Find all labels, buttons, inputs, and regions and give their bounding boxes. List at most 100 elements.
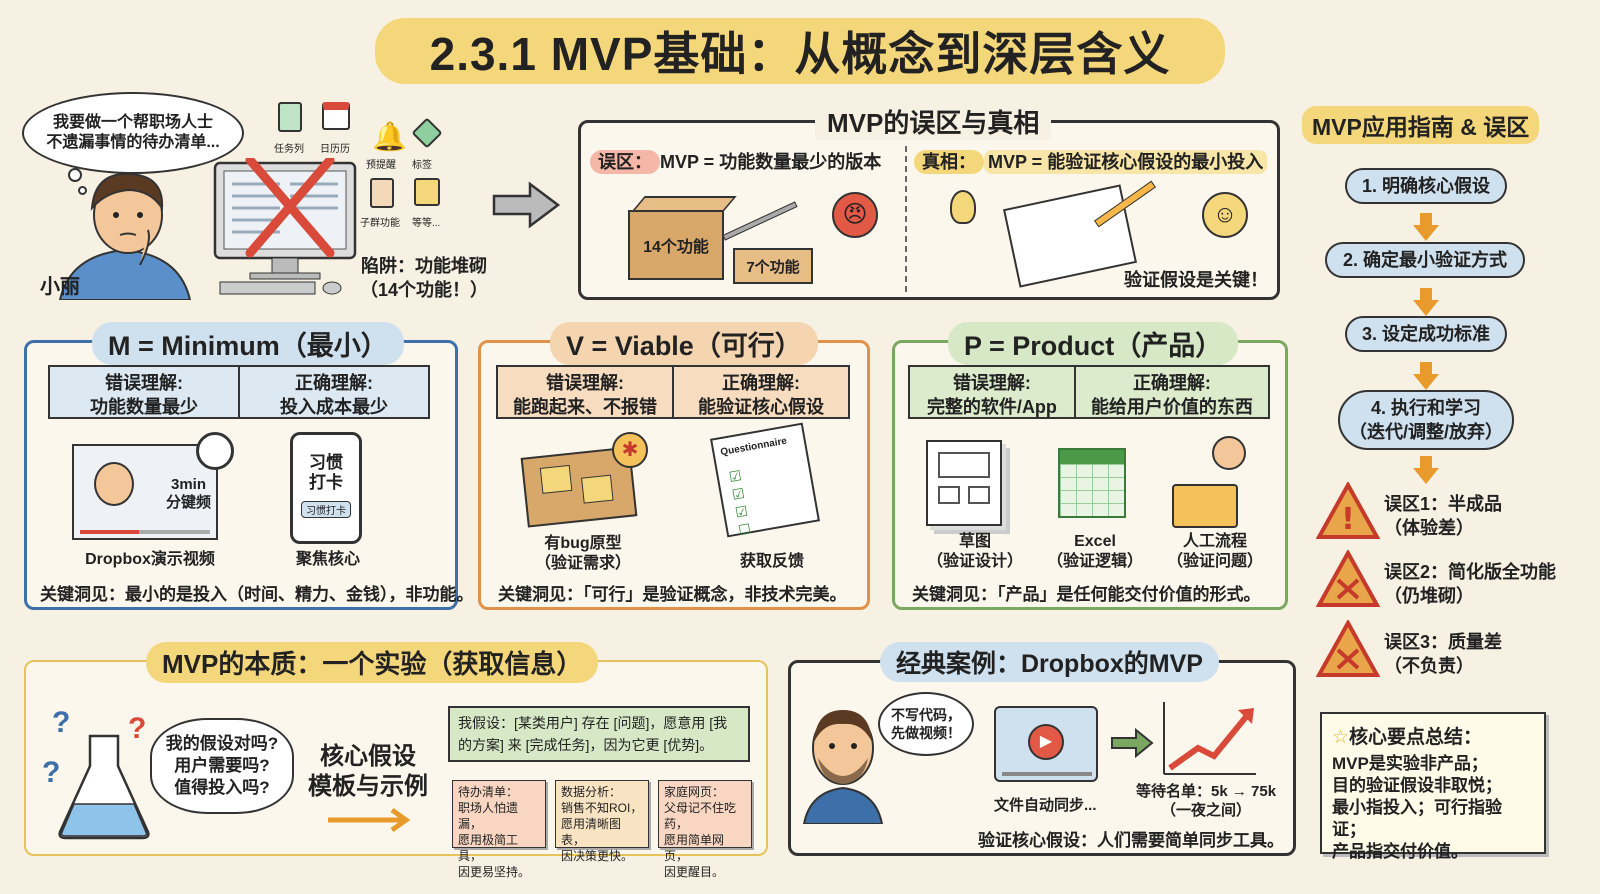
right-text: 投入成本最少 bbox=[280, 397, 388, 417]
example-note-family: 家庭网页： 父母记不住吃药， 愿用简单网页， 因更醒目。 bbox=[658, 780, 752, 879]
viable-title: V = Viable（可行） bbox=[550, 322, 818, 365]
wrong-cell: 错误理解:完整的软件/App bbox=[910, 367, 1074, 417]
worker-icon bbox=[1212, 436, 1246, 470]
guide-step-2: 2. 确定最小验证方式 bbox=[1325, 242, 1525, 278]
case-bubble-text: 不写代码， 先做视频！ bbox=[891, 707, 961, 741]
question-text: 我的假设对吗? 用户需要吗? 值得投入吗? bbox=[165, 734, 279, 797]
progress-bar bbox=[80, 530, 210, 534]
myths-title: MVP的误区与真相 bbox=[815, 103, 1052, 140]
question-mark-icon: ? bbox=[128, 712, 147, 745]
right-cell: 正确理解: 能给用户价值的东西 bbox=[1073, 367, 1268, 417]
feature-label: 日历历 bbox=[320, 144, 350, 155]
viable-cap-1a: 有bug原型 bbox=[544, 535, 622, 552]
sticky-note bbox=[539, 464, 573, 494]
viable-cap-1b: （验证需求） bbox=[534, 555, 631, 572]
question-bubble: 我的假设对吗? 用户需要吗? 值得投入吗? bbox=[150, 718, 294, 814]
progress-fill bbox=[80, 530, 139, 534]
lightbulb-icon bbox=[950, 190, 976, 224]
phone-icon: 习惯 打卡 习惯打卡 bbox=[290, 432, 362, 544]
progress-bar bbox=[1002, 772, 1092, 776]
excel-icon bbox=[1058, 448, 1126, 518]
thought-text: 我要做一个帮职场人士不遗漏事情的待办清单... bbox=[46, 114, 220, 151]
wireframe-box bbox=[938, 486, 960, 504]
big-box-label: 14个功能 bbox=[643, 239, 709, 256]
pitfall-sub: （仍堆砌） bbox=[1384, 586, 1474, 606]
notes-icon bbox=[414, 178, 440, 206]
task-list-icon bbox=[278, 102, 302, 132]
down-arrow-icon bbox=[1413, 213, 1439, 241]
summary-note: ☆核心要点总结： MVP是实验非产品； 目的验证假设非取悦； 最小指投入；可行指… bbox=[1320, 712, 1546, 861]
thought-dots bbox=[68, 168, 82, 182]
product-cap-1: 草图 （验证设计） bbox=[920, 532, 1030, 572]
thought-bubble: 我要做一个帮职场人士不遗漏事情的待办清单... bbox=[22, 92, 244, 174]
computer-icon bbox=[213, 158, 357, 295]
questionnaire-clipboard-icon: Questionnaire ☑☑☑☐ bbox=[710, 422, 820, 538]
product-title: P = Product（产品） bbox=[948, 322, 1239, 365]
question-mark-icon: ? bbox=[52, 706, 71, 739]
person-xiaoli-icon bbox=[58, 172, 192, 300]
guide-step-3: 3. 设定成功标准 bbox=[1345, 316, 1507, 352]
guide-step-4: 4. 执行和学习 （迭代/调整/放弃） bbox=[1338, 390, 1514, 450]
right-arrow-icon bbox=[492, 181, 561, 229]
feature-label: 预提醒 bbox=[366, 160, 396, 171]
product-insight: 关键洞见：「产品」是任何能交付价值的形式。 bbox=[912, 585, 1261, 604]
question-mark-icon: ? bbox=[42, 756, 61, 789]
questionnaire-label: Questionnaire bbox=[719, 435, 788, 459]
pitfall-sub: （不负责） bbox=[1384, 656, 1474, 676]
small-box: 7个功能 bbox=[733, 248, 813, 284]
excel-header bbox=[1060, 450, 1124, 464]
feature-label: 等等... bbox=[412, 218, 441, 229]
truth-label: 真相： bbox=[914, 150, 984, 174]
angry-face-icon: 😠 bbox=[832, 192, 878, 238]
video-caption: 文件自动同步... bbox=[994, 797, 1097, 814]
viable-insight: 关键洞见：「可行」是验证概念，非技术完美。 bbox=[498, 585, 847, 604]
star-icon: ☆ bbox=[1332, 727, 1350, 748]
right-arrow-icon bbox=[328, 807, 411, 833]
right-text: 能给用户价值的东西 bbox=[1090, 397, 1253, 417]
right-cell: 正确理解: 能验证核心假设 bbox=[672, 367, 848, 417]
product-cap-1b: （验证设计） bbox=[926, 553, 1023, 570]
product-cap-3a: 人工流程 bbox=[1182, 533, 1247, 550]
divider bbox=[905, 146, 907, 292]
growth-chart-icon bbox=[1163, 702, 1256, 775]
right-header: 正确理解: bbox=[722, 373, 800, 393]
wireframe-box bbox=[938, 452, 990, 478]
pitfall-3: 误区3：质量差 （不负责） bbox=[1384, 630, 1502, 678]
guide-step-1: 1. 明确核心假设 bbox=[1345, 168, 1507, 204]
case-bubble: 不写代码， 先做视频！ bbox=[878, 692, 974, 756]
feature-label: 子群功能 bbox=[360, 218, 400, 229]
truth-line: 真相：MVP = 能验证核心假设的最小投入 bbox=[914, 148, 1268, 174]
tag-icon bbox=[411, 117, 443, 149]
guide-title: MVP应用指南 & 误区 bbox=[1302, 106, 1540, 144]
flask-icon bbox=[58, 734, 150, 840]
big-box: 14个功能 bbox=[628, 210, 724, 280]
page-title: 2.3.1 MVP基础：从概念到深层含义 bbox=[375, 18, 1225, 84]
myth-label: 误区： bbox=[590, 150, 660, 174]
right-cell: 正确理解:投入成本最少 bbox=[238, 367, 428, 417]
product-cap-2a: Excel bbox=[1074, 533, 1116, 550]
minimum-title: M = Minimum（最小） bbox=[92, 322, 404, 365]
product-cap-3b: （验证问题） bbox=[1166, 553, 1263, 570]
warning-x-icon bbox=[1316, 620, 1380, 677]
wrong-text: 功能数量最少 bbox=[90, 397, 198, 417]
product-table: 错误理解:完整的软件/App 正确理解: 能给用户价值的东西 bbox=[908, 365, 1270, 419]
pitfall-label: 误区3：质量差 bbox=[1384, 632, 1503, 652]
pitfall-2: 误区2：简化版全功能 （仍堆砌） bbox=[1384, 560, 1556, 608]
excel-grid bbox=[1060, 464, 1124, 516]
case-verify: 验证核心假设：人们需要简单同步工具。 bbox=[978, 831, 1284, 850]
svg-text:!: ! bbox=[1341, 502, 1355, 537]
wrong-text: 能跑起来、不报错 bbox=[513, 397, 657, 417]
right-header: 正确理解: bbox=[1132, 373, 1211, 393]
video-duration: 3min 分键频 bbox=[166, 476, 212, 511]
myth-text: MVP = 功能数量最少的版本 bbox=[660, 152, 882, 172]
pitfall-label: 误区2：简化版全功能 bbox=[1384, 562, 1557, 582]
down-arrow-icon bbox=[1413, 456, 1439, 484]
product-cap-2: Excel （验证逻辑） bbox=[1040, 532, 1150, 572]
right-text: 能验证核心假设 bbox=[698, 397, 824, 417]
thought-dots bbox=[78, 186, 87, 195]
wrong-cell: 错误理解:能跑起来、不报错 bbox=[498, 367, 672, 417]
product-cap-2b: （验证逻辑） bbox=[1046, 553, 1143, 570]
example-note-data: 数据分析： 销售不知ROI， 愿用清晰图表， 因决策更快。 bbox=[555, 780, 649, 863]
small-box-label: 7个功能 bbox=[746, 258, 800, 276]
bug-icon: ✱ bbox=[612, 432, 648, 468]
